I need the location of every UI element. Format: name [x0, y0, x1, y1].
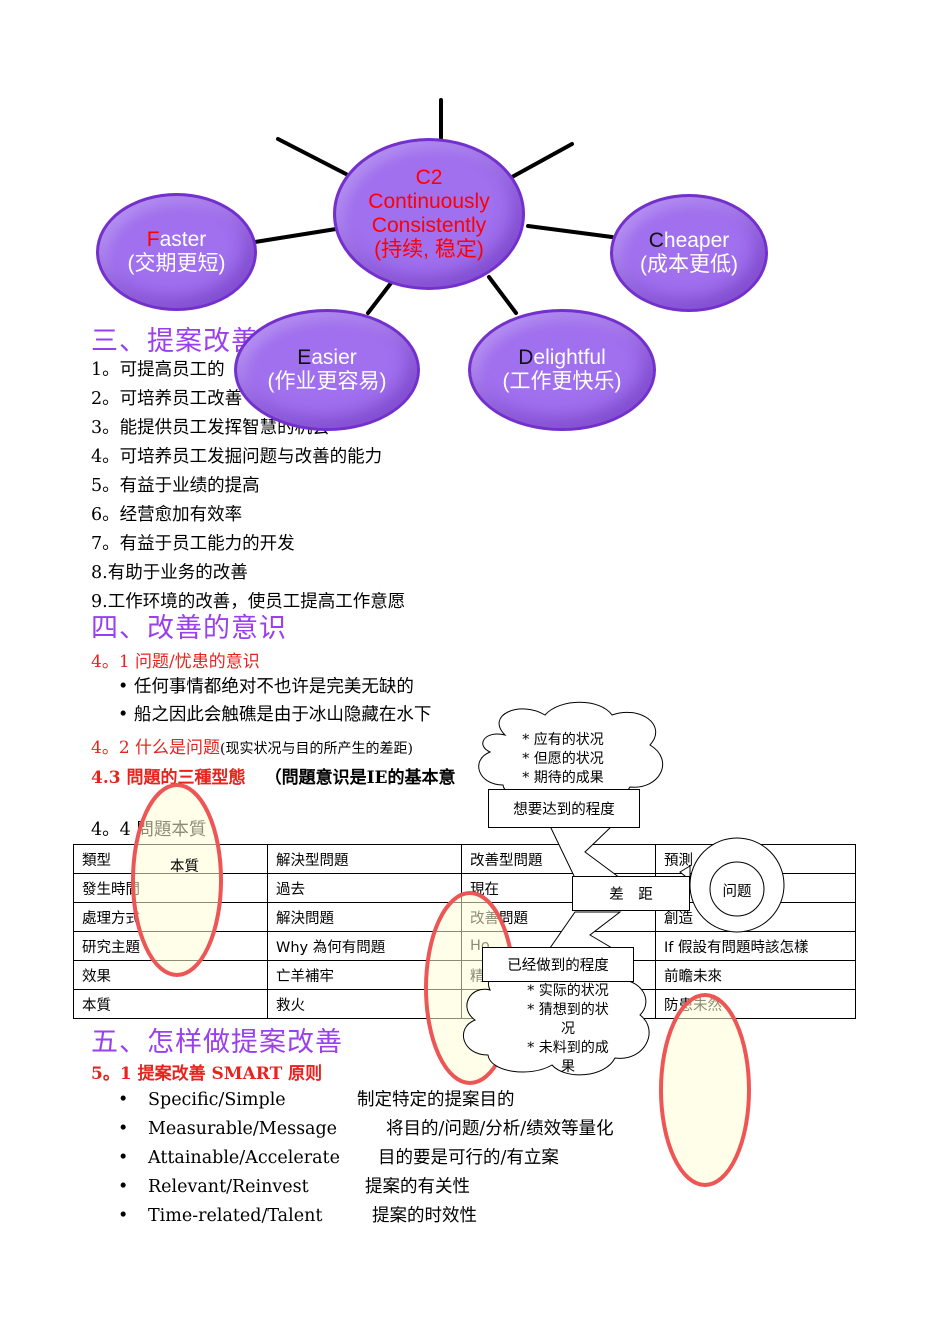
- smart-en: Time-related/Talent: [148, 1206, 323, 1226]
- callout-bottom: [549, 911, 622, 949]
- list-item: 5。有益于业绩的提高: [91, 476, 260, 496]
- smart-cn: 目的要是可行的/有立案: [378, 1148, 559, 1168]
- smart-cn: 提案的有关性: [365, 1177, 470, 1197]
- list-item: 9.工作环境的改善，使员工提高工作意愿: [91, 592, 406, 612]
- cloud-line: * 期待的成果: [522, 770, 604, 786]
- cloud-line: * 应有的状况: [522, 732, 604, 748]
- highlight-oval-predict: [659, 993, 751, 1187]
- smart-en: Relevant/Reinvest: [148, 1177, 309, 1197]
- bullet-text: 船之因此会触礁是由于冰山隐藏在水下: [133, 705, 432, 725]
- cheaper-bubble: Cheaper (成本更低): [610, 194, 768, 312]
- cloud-line: * 但愿的状况: [522, 751, 604, 767]
- faster-initial: F: [146, 228, 160, 251]
- s43-title: 4.3 問題的三種型態: [91, 768, 246, 788]
- list-item: 1。可提高员工的: [91, 360, 225, 380]
- easier-rest: asier: [311, 346, 357, 369]
- smart-cn: 将目的/问题/分析/绩效等量化: [386, 1119, 614, 1139]
- cloud-top: [478, 701, 663, 802]
- delightful-initial: D: [518, 346, 534, 369]
- center-bubble: C2 Continuously Consistently (持续, 稳定): [333, 138, 525, 290]
- center-line2: Consistently: [371, 214, 487, 237]
- section5-heading: 五、怎样做提案改善: [91, 1027, 343, 1058]
- highlight-oval-type: [131, 783, 223, 977]
- cloud-line: * 实际的状况: [527, 983, 609, 999]
- target-level-box: 想要达到的程度: [488, 789, 640, 828]
- s51-title: 5。1 提案改善 SMART 原则: [91, 1064, 323, 1084]
- s43-note: （問題意识是IE的基本意: [264, 768, 456, 788]
- smart-en: Attainable/Accelerate: [148, 1148, 340, 1168]
- smart-en: Measurable/Message: [148, 1119, 338, 1139]
- section3-list: 1。可提高员工的 2。可培养员工改善 3。能提供员工发挥智慧的机会 4。可培养员…: [91, 356, 405, 617]
- list-item: 8.有助于业务的改善: [91, 563, 248, 583]
- cloud-line: 况: [561, 1021, 575, 1037]
- section3-heading: 三、提案改善: [91, 326, 259, 357]
- cloud-top-text: * 应有的状况 * 但愿的状况 * 期待的成果: [503, 731, 623, 788]
- problem-label: 问题: [722, 884, 752, 900]
- cloud-line: * 未料到的成: [527, 1040, 609, 1056]
- table-cell: 前瞻未來: [655, 960, 856, 990]
- list-item: 4。可培养员工发掘问题与改善的能力: [91, 447, 383, 467]
- s42-note: (现实状况与目的所产生的差距): [220, 741, 413, 757]
- delightful-rest: elightful: [533, 346, 606, 369]
- s41-bullet: • 船之因此会触礁是由于冰山隐藏在水下: [118, 705, 432, 725]
- section4-heading: 四、改善的意识: [91, 613, 287, 644]
- delightful-bubble: Delightful (工作更快乐): [468, 309, 656, 431]
- table-cell: 本質: [73, 989, 268, 1019]
- smart-en: Specific/Simple: [148, 1090, 286, 1110]
- delightful-cn: (工作更快乐): [502, 370, 622, 393]
- easier-initial: E: [297, 346, 312, 369]
- smart-cn: 提案的时效性: [372, 1206, 477, 1226]
- cheaper-rest: heaper: [663, 229, 730, 252]
- smart-item: •: [118, 1119, 129, 1139]
- smart-item: •: [118, 1177, 129, 1197]
- center-code: C2: [415, 166, 443, 189]
- easier-cn: (作业更容易): [267, 370, 387, 393]
- easier-bubble: Easier (作业更容易): [234, 309, 420, 431]
- list-item: 3。能提供员工发挥智慧的机会: [91, 418, 330, 438]
- smart-item: •: [118, 1148, 129, 1168]
- list-item: 2。可培养员工改善: [91, 389, 243, 409]
- s41-bullet: • 任何事情都绝对不也许是完美无缺的: [118, 677, 414, 697]
- callout-top: [549, 825, 622, 879]
- bullet-text: 任何事情都绝对不也许是完美无缺的: [133, 677, 414, 697]
- center-cn: (持续, 稳定): [374, 238, 484, 261]
- table-cell: If 假設有問題時該怎樣: [655, 931, 856, 961]
- problem-inner-ring: [709, 861, 765, 917]
- cloud-line: * 猜想到的状: [527, 1002, 609, 1018]
- center-line1: Continuously: [368, 190, 490, 213]
- s42-line: 4。2 什么是问题(现实状况与目的所产生的差距): [91, 733, 413, 758]
- s41-title: 4。1 问题/忧患的意识: [91, 652, 260, 672]
- s42-title: 4。2 什么是问题: [91, 738, 221, 758]
- cheaper-initial: C: [648, 229, 664, 252]
- list-item: 6。经营愈加有效率: [91, 505, 243, 525]
- list-item: 7。有益于员工能力的开发: [91, 534, 295, 554]
- smart-item: •: [118, 1206, 129, 1226]
- faster-cn: (交期更短): [127, 252, 226, 275]
- s43-line: 4.3 問題的三種型態 （問題意识是IE的基本意: [91, 763, 456, 788]
- gap-box: 差 距: [572, 876, 690, 911]
- cheaper-cn: (成本更低): [640, 253, 738, 276]
- cloud-bottom-text: * 实际的状况 * 猜想到的状 况 * 未料到的成 果: [508, 982, 628, 1077]
- oval-label: 本質: [170, 859, 199, 875]
- achieved-level-box: 已经做到的程度: [482, 947, 634, 982]
- table-cell: 解決型問題: [267, 844, 462, 874]
- faster-bubble: Faster (交期更短): [96, 193, 257, 311]
- cloud-line: 果: [561, 1059, 575, 1075]
- smart-cn: 制定特定的提案目的: [357, 1090, 515, 1110]
- smart-item: •: [118, 1090, 129, 1110]
- faster-rest: aster: [159, 228, 207, 251]
